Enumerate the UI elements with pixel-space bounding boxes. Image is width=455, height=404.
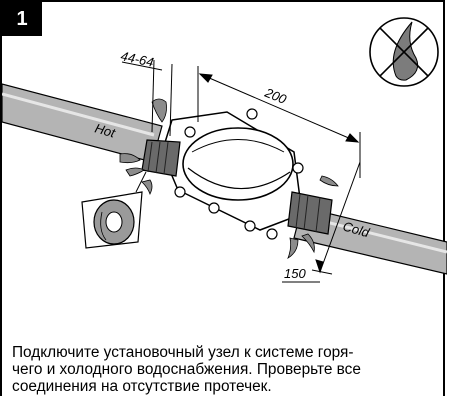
label-cold: Cold: [341, 218, 372, 240]
dimension-range: [121, 59, 173, 137]
valve-body: [161, 108, 304, 240]
label-length: 200: [262, 84, 289, 107]
caption-line-3: соединения на отсутствие протечек.: [12, 378, 272, 395]
leak-drops-hot: [119, 98, 167, 196]
hot-pipe: [2, 83, 163, 163]
no-sealant-icon: [369, 17, 439, 87]
caption-line-1: Подключите установочный узел к системе г…: [12, 344, 354, 361]
step-number-badge: 1: [2, 2, 42, 36]
cold-coupling: [287, 191, 333, 235]
label-offset: 150: [284, 266, 306, 281]
hot-coupling: [141, 139, 181, 177]
dimension-offset: [282, 161, 361, 283]
label-hot: Hot: [93, 120, 118, 140]
tape-roll-icon: [81, 171, 147, 249]
leak-drops-cold: [287, 175, 339, 259]
caption-line-2: чего и холодного водоснабжения. Проверьт…: [12, 361, 361, 378]
label-range: 44-64: [119, 48, 155, 70]
instruction-caption: Подключите установочный узел к системе г…: [12, 344, 444, 395]
instruction-panel: 44-64 200 150 Hot Cold: [0, 0, 447, 396]
dimension-length: [197, 66, 361, 178]
installation-illustration: 44-64 200 150 Hot Cold: [2, 17, 447, 283]
